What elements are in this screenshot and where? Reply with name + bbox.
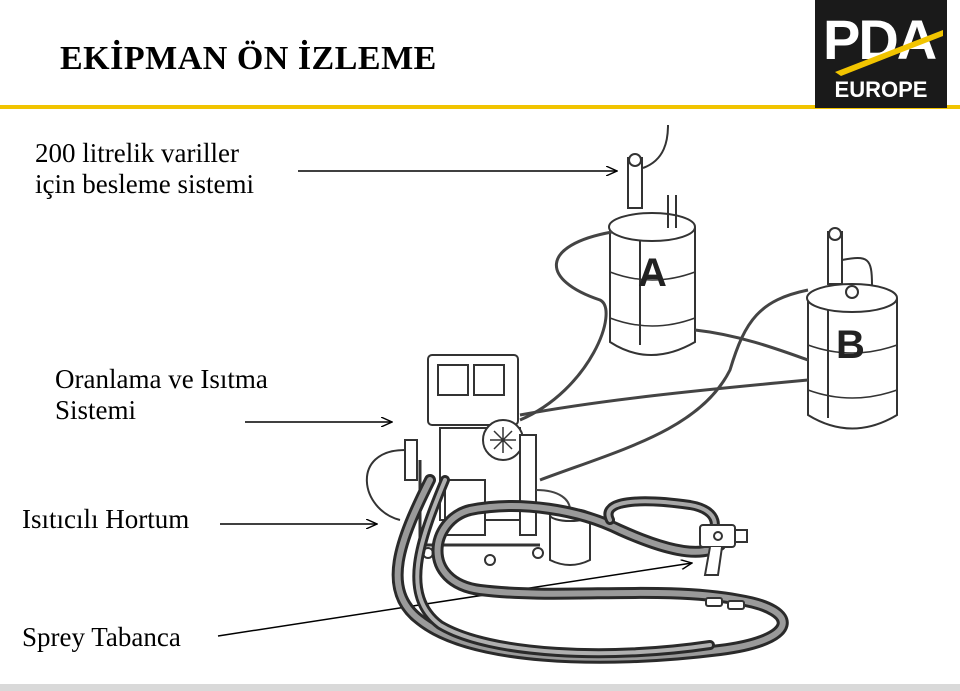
title-underline — [0, 105, 960, 109]
feed-system-label-line2: için besleme sistemi — [35, 169, 254, 199]
logo-sub-text: EUROPE — [834, 77, 928, 102]
drum-a — [608, 124, 696, 356]
feed-hoses — [519, 230, 809, 482]
pda-europe-logo: PDA EUROPE — [815, 0, 947, 108]
footer-bar — [0, 684, 960, 691]
spray-gun-label: Sprey Tabanca — [22, 622, 181, 652]
drum-b — [806, 227, 898, 430]
proportioner-label: Oranlama ve Isıtma Sistemi — [55, 364, 268, 426]
drum-b-label: B — [836, 323, 865, 367]
logo-accent-icon — [835, 30, 943, 76]
spray-gun — [699, 524, 748, 576]
page-title: EKİPMAN ÖN İZLEME — [60, 40, 437, 77]
feed-system-label-line1: 200 litrelik variller — [35, 138, 239, 168]
proportioner-label-line1: Oranlama ve Isıtma — [55, 364, 268, 394]
spray-gun-arrow — [217, 563, 692, 637]
hose-couplings — [705, 597, 745, 610]
recirc-hose — [365, 449, 406, 521]
heated-hose-label: Isıtıcılı Hortum — [22, 504, 190, 534]
drum-a-label: A — [638, 251, 667, 295]
proportioner-label-line2: Sistemi — [55, 395, 137, 425]
feed-system-label: 200 litrelik variller için besleme siste… — [35, 138, 254, 200]
